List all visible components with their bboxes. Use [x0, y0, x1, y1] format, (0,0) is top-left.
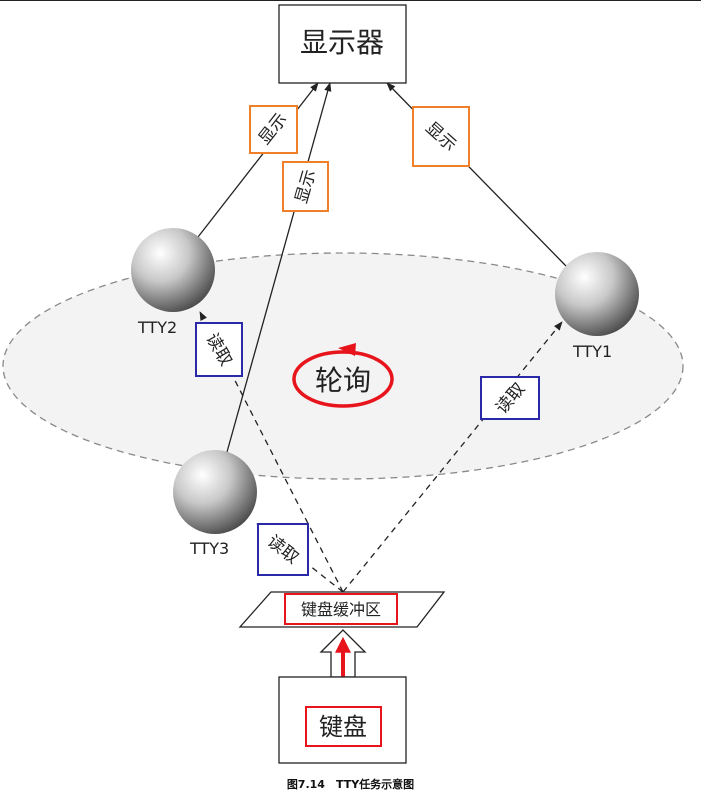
read-tag-tty3-box: [257, 523, 309, 576]
read-line-buffer-to-tty2: [199, 311, 344, 593]
read-tag-tty1-box: [480, 376, 540, 420]
keyboard-label-box: [305, 706, 382, 747]
display-tag-tty1-box: [412, 106, 470, 167]
read-line-buffer-to-tty1: [342, 321, 563, 593]
line-tty3-to-display: [226, 82, 332, 453]
polling-ring: [292, 350, 394, 408]
tty3-label: TTY3: [189, 539, 229, 558]
display-label: 显示器: [300, 26, 384, 59]
display-tag-tty3-box: [282, 161, 329, 212]
polling-arrow-icon: [338, 343, 356, 356]
tty1-sphere: [555, 252, 639, 336]
buffer-label-box: [284, 593, 398, 625]
read-tag-tty2-box: [195, 322, 243, 377]
top-rule: [0, 0, 701, 1]
display-box: [278, 4, 407, 84]
tty2-sphere: [131, 228, 215, 312]
tty1-label: TTY1: [572, 342, 612, 361]
buffer-label: 键盘缓冲区: [301, 600, 381, 619]
display-tag-tty2-box: [249, 105, 298, 154]
tty2-label: TTY2: [137, 318, 177, 337]
keyboard-label: 键盘: [319, 713, 367, 741]
polling-label: 轮询: [315, 364, 371, 397]
figure-caption: 图7.14 TTY任务示意图: [286, 778, 415, 791]
tty3-sphere: [173, 450, 257, 534]
